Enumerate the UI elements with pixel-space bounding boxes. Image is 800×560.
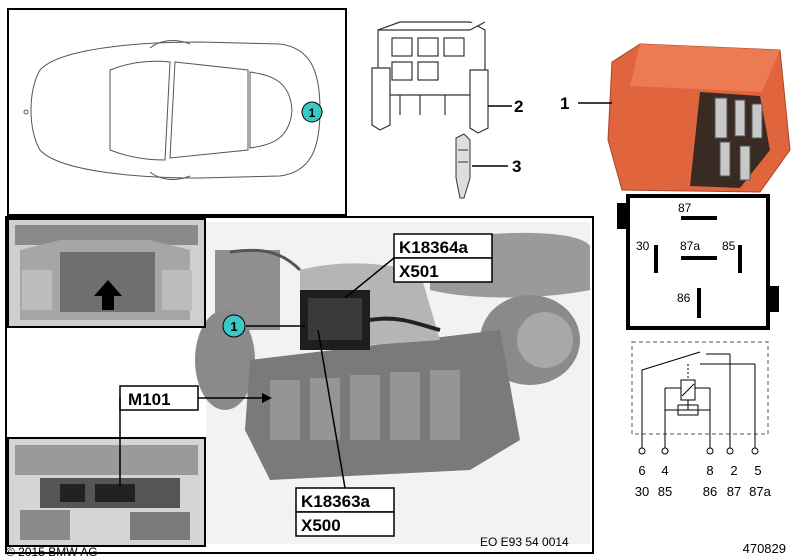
schematic-terminal-label: 86 [703,484,717,499]
schematic-terminal-label: 30 [635,484,649,499]
relay-label: 1 [560,94,569,113]
schematic-terminal-label: 85 [658,484,672,499]
terminal-pin [455,133,471,199]
relay-pinout-box: 87 30 87a 85 86 [617,194,779,330]
schematic-terminal-label: 87 [727,484,741,499]
terminal-label: 3 [512,157,521,176]
relay-schematic [631,341,769,455]
figure-code: EO E93 54 0014 [480,535,569,549]
callout-k18363a-label: K18363a [301,492,371,511]
car-location-panel: 1 [7,8,347,216]
photo-marker: 1 [222,314,305,338]
callout-m101-label: M101 [128,390,171,409]
callout-x500-label: X500 [301,516,341,535]
svg-text:1: 1 [230,319,237,334]
schematic-pin-number: 4 [661,463,668,478]
schematic-pin-number: 2 [730,463,737,478]
connector-housing [371,21,489,134]
up-arrow-icon [94,280,122,310]
connector-label: 2 [514,97,523,116]
pin-86-label: 86 [677,291,691,305]
inset-photo-front [7,218,206,328]
callout-x501-label: X501 [399,262,439,281]
schematic-pin-numbers: 6 4 8 2 5 [638,463,761,478]
callout-m101: M101 [119,385,272,486]
car-top-view-outline [23,40,321,180]
callout-k18364a-label: K18364a [399,238,469,257]
inset-photo-bay [7,437,206,547]
location-marker: 1 [301,101,323,123]
copyright-text: © 2015 BMW AG [6,545,98,559]
svg-text:1: 1 [309,106,316,120]
pin-85-label: 85 [722,239,736,253]
schematic-terminal-labels: 30 85 86 87 87a [635,484,772,499]
schematic-pin-number: 5 [754,463,761,478]
pin-30-label: 30 [636,239,650,253]
callout-k18363a: K18363a X500 [295,329,395,537]
pin-87-label: 87 [678,201,692,215]
relay-photo [607,43,791,193]
schematic-terminal-label: 87a [749,484,771,499]
schematic-pin-number: 8 [706,463,713,478]
schematic-pin-number: 6 [638,463,645,478]
image-number: 470829 [743,541,786,556]
pin-87a-label: 87a [680,239,700,253]
callout-k18364a: K18364a X501 [344,233,493,299]
